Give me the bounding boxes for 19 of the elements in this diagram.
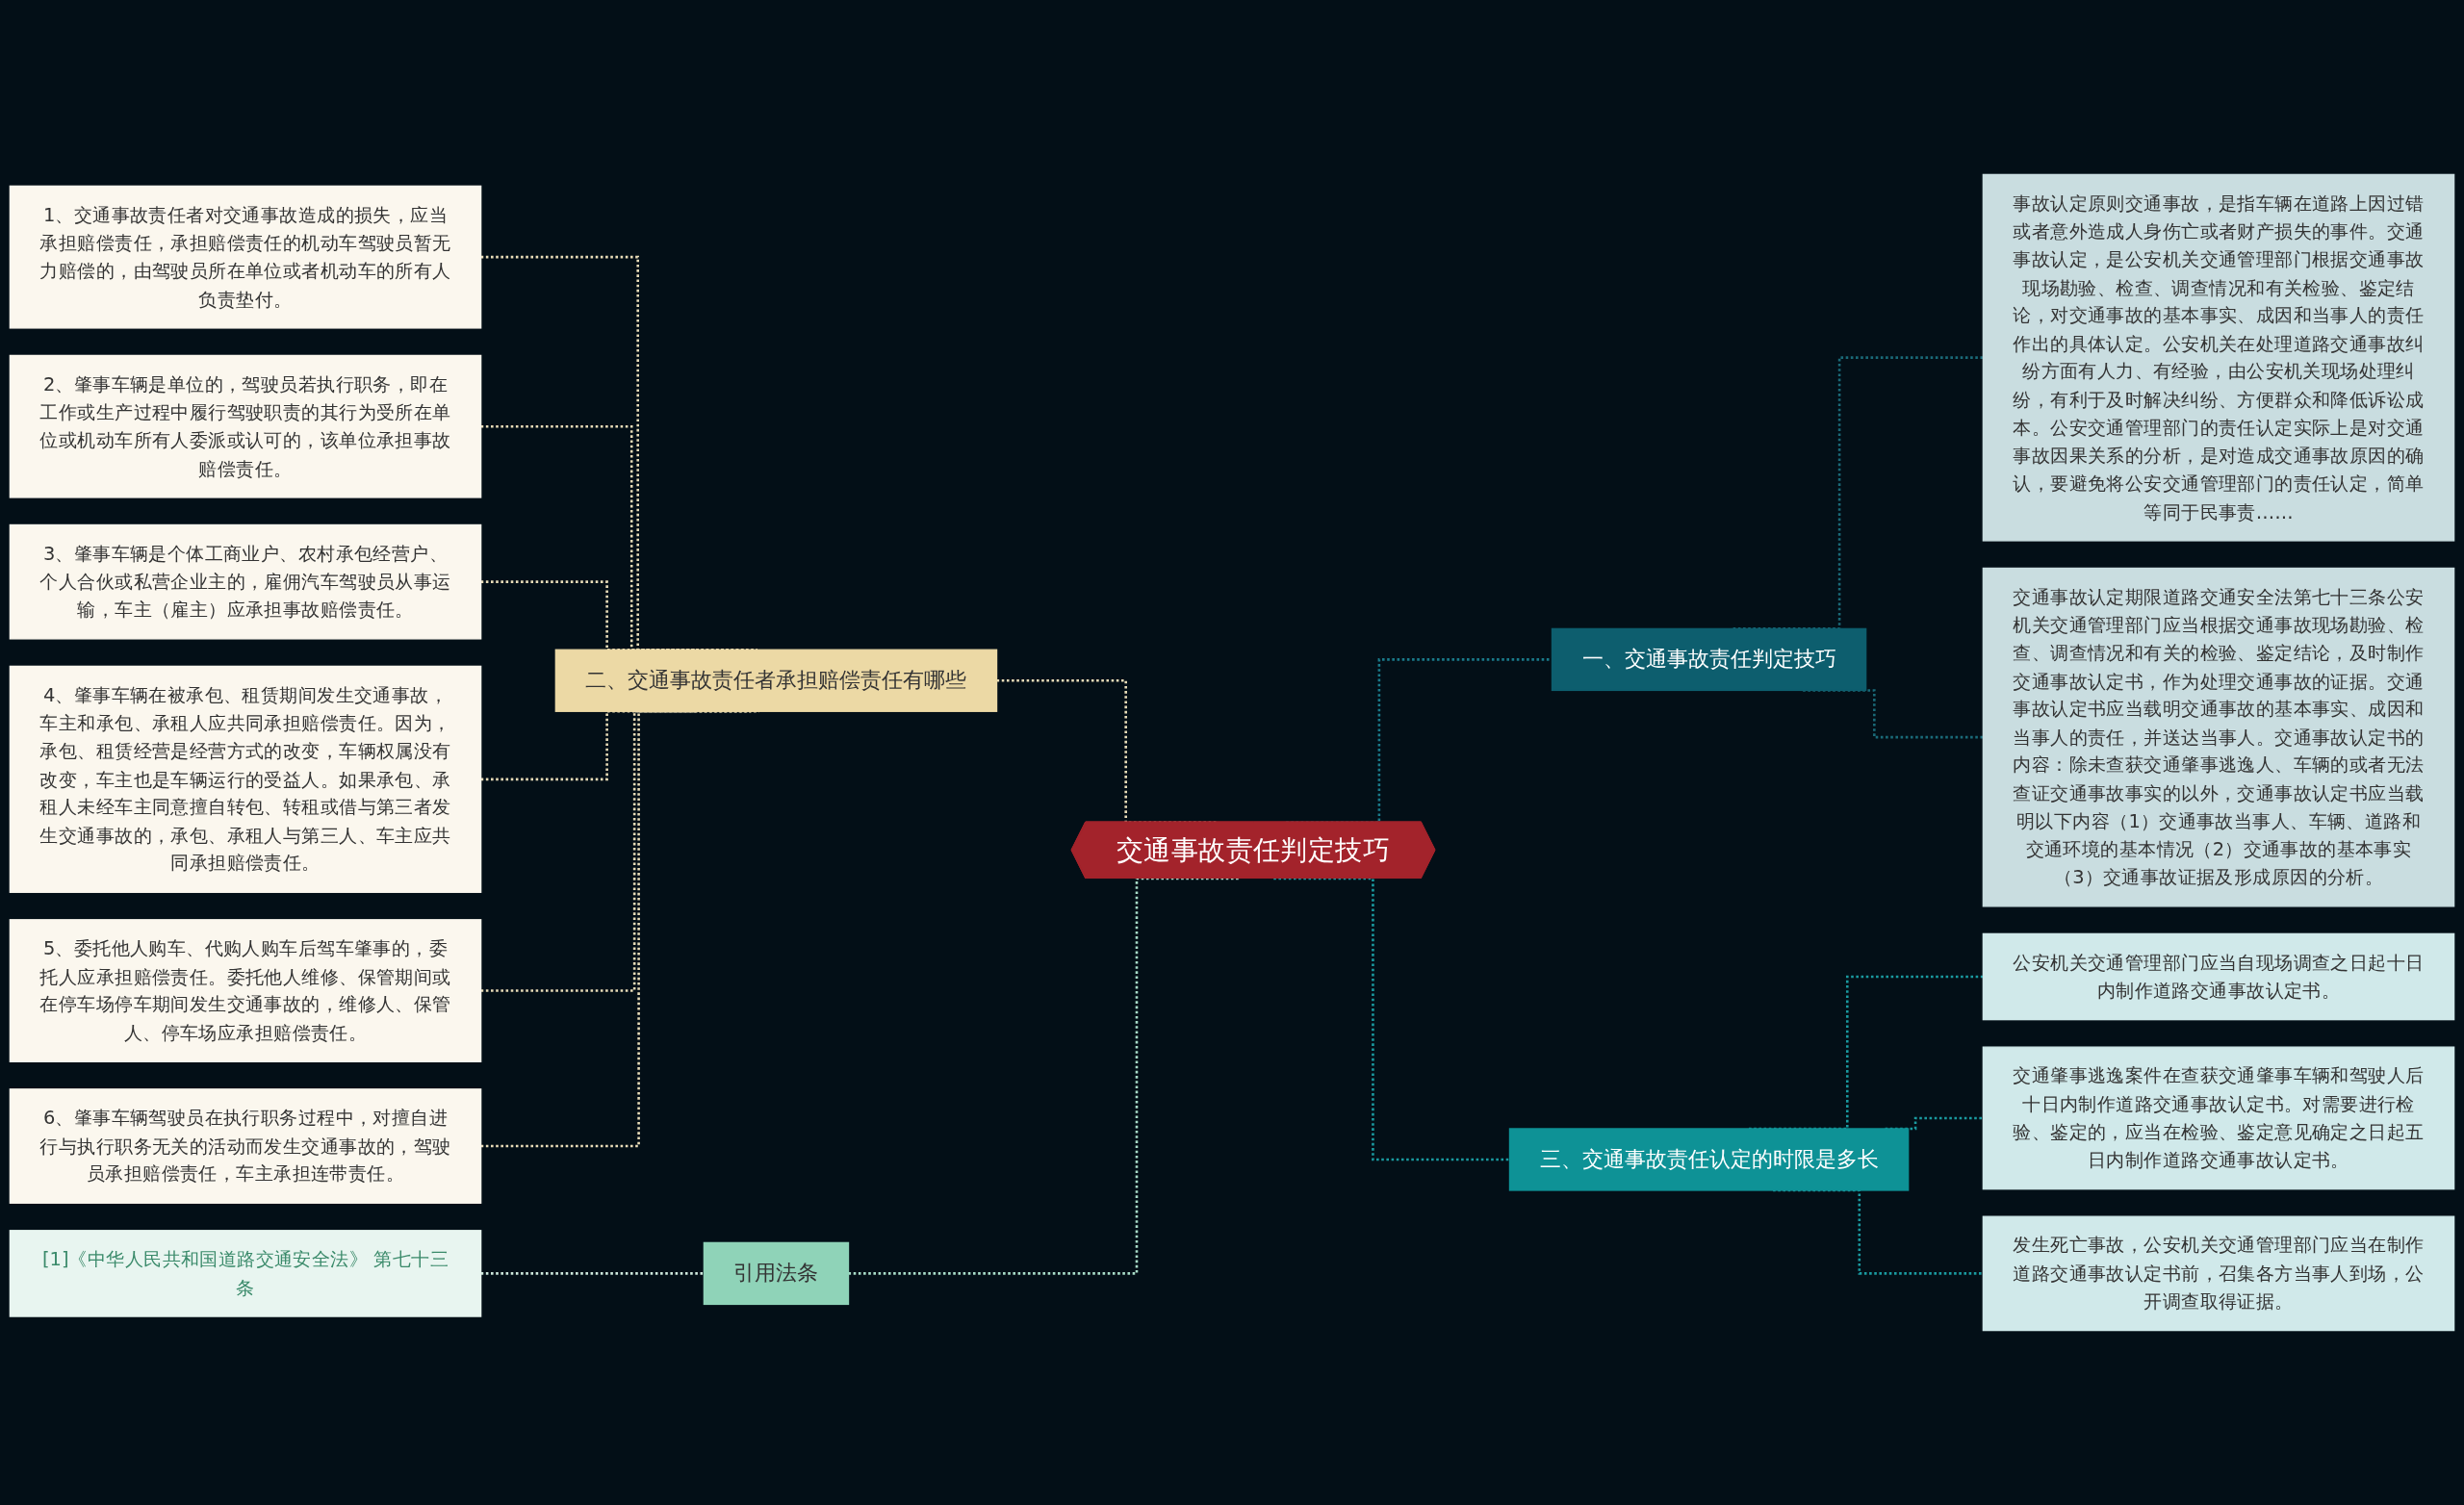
node-box: 发生死亡事故，公安机关交通管理部门应当在制作道路交通事故认定书前，召集各方当事人到场，公开调查取得证据。 xyxy=(1982,1215,2455,1332)
node-box: 5、委托他人购车、代购人购车后驾车肇事的，委托人应承担赔偿责任。委托他人维修、保管期间或在停车场停车期间发生交通事故的，维修人、保管人、停车场应承担赔偿责任。 xyxy=(9,919,482,1062)
node-box: 交通事故认定期限道路交通安全法第七十三条公安机关交通管理部门应当根据交通事故现场勘验、检查、调查情况和有关的检验、鉴定结论，及时制作交通事故认定书，作为处理交通事故的证据。交通事故认定书应当载明交通事故的基本事实、成因和当事人的责任，并送达当事人。交通事故认定书的内容：除未查获交通肇事逃逸人、车辆的或者无法查证交通事故事实的以外，交通事故认定书应当载明以下内容（1）交通事故当事人、车辆、道路和交通环境的基本情况（2）交通事故的基本事实（3）交通事故证据及形成原因的分析。 xyxy=(1982,567,2455,907)
node-box: 6、肇事车辆驾驶员在执行职务过程中，对擅自进行与执行职务无关的活动而发生交通事故的，驾驶员承担赔偿责任，车主承担连带责任。 xyxy=(9,1088,482,1204)
node-box: 2、肇事车辆是单位的，驾驶员若执行职务，即在工作或生产过程中履行驾驶职责的其行为受所在单位或机动车所有人委派或认可的，该单位承担事故赔偿责任。 xyxy=(9,354,482,498)
node-box: 1、交通事故责任者对交通事故造成的损失，应当承担赔偿责任，承担赔偿责任的机动车驾驶员暂无力赔偿的，由驾驶员所在单位或者机动车的所有人负责垫付。 xyxy=(9,185,482,329)
connector xyxy=(1273,877,1510,1161)
node-box: [1]《中华人民共和国道路交通安全法》 第七十三条 xyxy=(9,1230,482,1317)
node-box: 公安机关交通管理部门应当自现场调查之日起十日内制作道路交通事故认定书。 xyxy=(1982,932,2455,1021)
node-box: 交通肇事逃逸案件在查获交通肇事车辆和驾驶人后十日内制作道路交通事故认定书。对需要进行检验、鉴定的，应当在检验、鉴定意见确定之日起五日内制作道路交通事故认定书。 xyxy=(1982,1046,2455,1190)
node-box: 4、肇事车辆在被承包、租赁期间发生交通事故，车主和承包、承租人应共同承担赔偿责任。因为，承包、租赁经营是经营方式的改变，车辆权属没有改变，车主也是车辆运行的受益人。如果承包、承租人未经车主同意擅自转包、转租或借与第三者发生交通事故的，承包、承租人与第三人、车主应共同承担赔偿责任。 xyxy=(9,665,482,893)
node-box: 3、肇事车辆是个体工商业户、农村承包经营户、个人合伙或私营企业主的，雇佣汽车驾驶员从事运输，车主（雇主）应承担事故赔偿责任。 xyxy=(9,523,482,640)
node-box: 三、交通事故责任认定的时限是多长 xyxy=(1508,1128,1910,1191)
node-box: 引用法条 xyxy=(703,1241,850,1306)
node-box: 一、交通事故责任判定技巧 xyxy=(1551,627,1867,692)
node-box: 二、交通事故责任者承担赔偿责任有哪些 xyxy=(554,649,998,712)
node-box: 事故认定原则交通事故，是指车辆在道路上因过错或者意外造成人身伤亡或者财产损失的事件。交通事故认定，是公安机关交通管理部门根据交通事故现场勘验、检查、调查情况和有关检验、鉴定结论，对交通事故的基本事实、成因和当事人的责任作出的具体认定。公安机关在处理道路交通事故纠纷方面有人力、有经验，由公安机关现场处理纠纷，有利于及时解决纠纷、方便群众和降低诉讼成本。公安交通管理部门的责任认定实际上是对交通事故因果关系的分析，是对造成交通事故原因的确认，要避免将公安交通管理部门的责任认定，简单等同于民事责…… xyxy=(1982,173,2455,542)
connector xyxy=(848,877,1240,1275)
connector xyxy=(480,1272,705,1275)
